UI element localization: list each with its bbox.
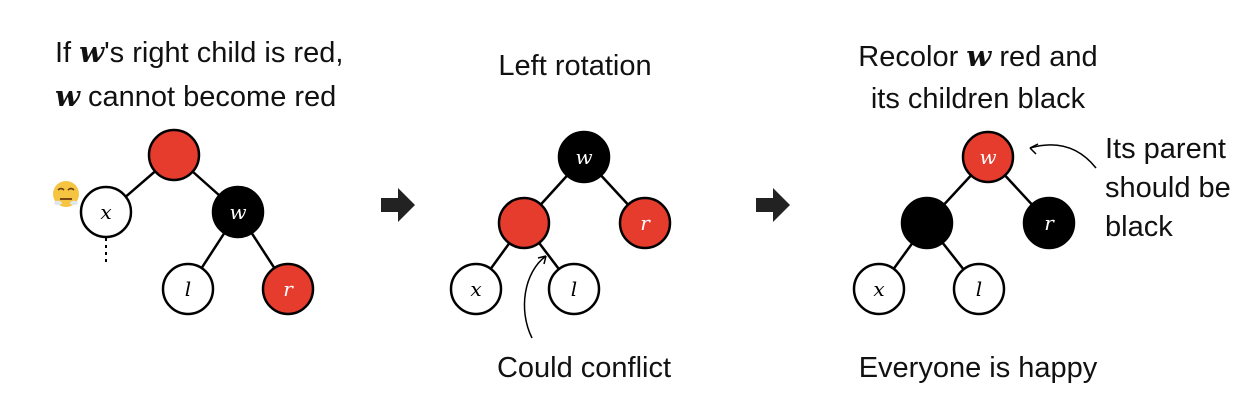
node-l bbox=[547, 262, 601, 316]
panel2-bottom-caption: Could conflict bbox=[497, 352, 671, 384]
annotation-line2: should be bbox=[1105, 172, 1231, 204]
node-l bbox=[161, 262, 215, 316]
panel3-caption-line1: Recolor w red and bbox=[858, 39, 1097, 73]
right-arrow-icon bbox=[381, 188, 415, 222]
panel-3: Recolor w red and its children black w r… bbox=[852, 39, 1231, 384]
panel3-caption-line2: its children black bbox=[871, 83, 1086, 115]
node-l-label: l bbox=[571, 277, 577, 301]
node-r-label: r bbox=[640, 211, 651, 235]
node-black-unlabeled bbox=[900, 196, 954, 250]
annotation-line1: Its parent bbox=[1105, 133, 1226, 165]
panel-2: Left rotation w r x l Could conflict bbox=[449, 50, 672, 384]
panel1-caption-line1: If w's right child is red, bbox=[55, 35, 343, 69]
node-r-label: r bbox=[283, 277, 294, 301]
node-l-label: l bbox=[185, 277, 191, 301]
panel-1: If w's right child is red, w cannot beco… bbox=[53, 35, 343, 316]
node-r-label: r bbox=[1044, 211, 1055, 235]
conflict-pointer-arrow bbox=[523, 255, 547, 339]
panel2-caption: Left rotation bbox=[498, 50, 651, 82]
panel3-bottom-caption: Everyone is happy bbox=[859, 352, 1098, 384]
node-l bbox=[952, 262, 1006, 316]
arrowhead-icon bbox=[537, 255, 547, 265]
node-x bbox=[449, 262, 503, 316]
node-r bbox=[1022, 196, 1076, 250]
node-x bbox=[852, 262, 906, 316]
node-x-label: x bbox=[873, 277, 884, 301]
arrowhead-icon bbox=[1029, 143, 1039, 155]
node-w-label: w bbox=[575, 145, 592, 169]
panel1-caption-line2: w cannot become red bbox=[55, 79, 336, 113]
annotation-line3: black bbox=[1105, 211, 1173, 243]
right-arrow-icon bbox=[756, 188, 790, 222]
node-x-label: x bbox=[470, 277, 481, 301]
node-w bbox=[557, 130, 611, 184]
node-w bbox=[961, 130, 1015, 184]
node-l-label: l bbox=[976, 277, 982, 301]
node-w-label: w bbox=[979, 145, 996, 169]
huffing-face-icon bbox=[53, 181, 79, 207]
node-x-label: x bbox=[100, 200, 111, 224]
node-x bbox=[79, 185, 133, 239]
annotation-pointer-arrow bbox=[1029, 144, 1097, 169]
node-red-unlabeled bbox=[497, 196, 551, 250]
node-w bbox=[211, 185, 265, 239]
node-r bbox=[261, 262, 315, 316]
node-r bbox=[618, 196, 672, 250]
root-node-red bbox=[147, 128, 201, 182]
node-w-label: w bbox=[229, 200, 246, 224]
